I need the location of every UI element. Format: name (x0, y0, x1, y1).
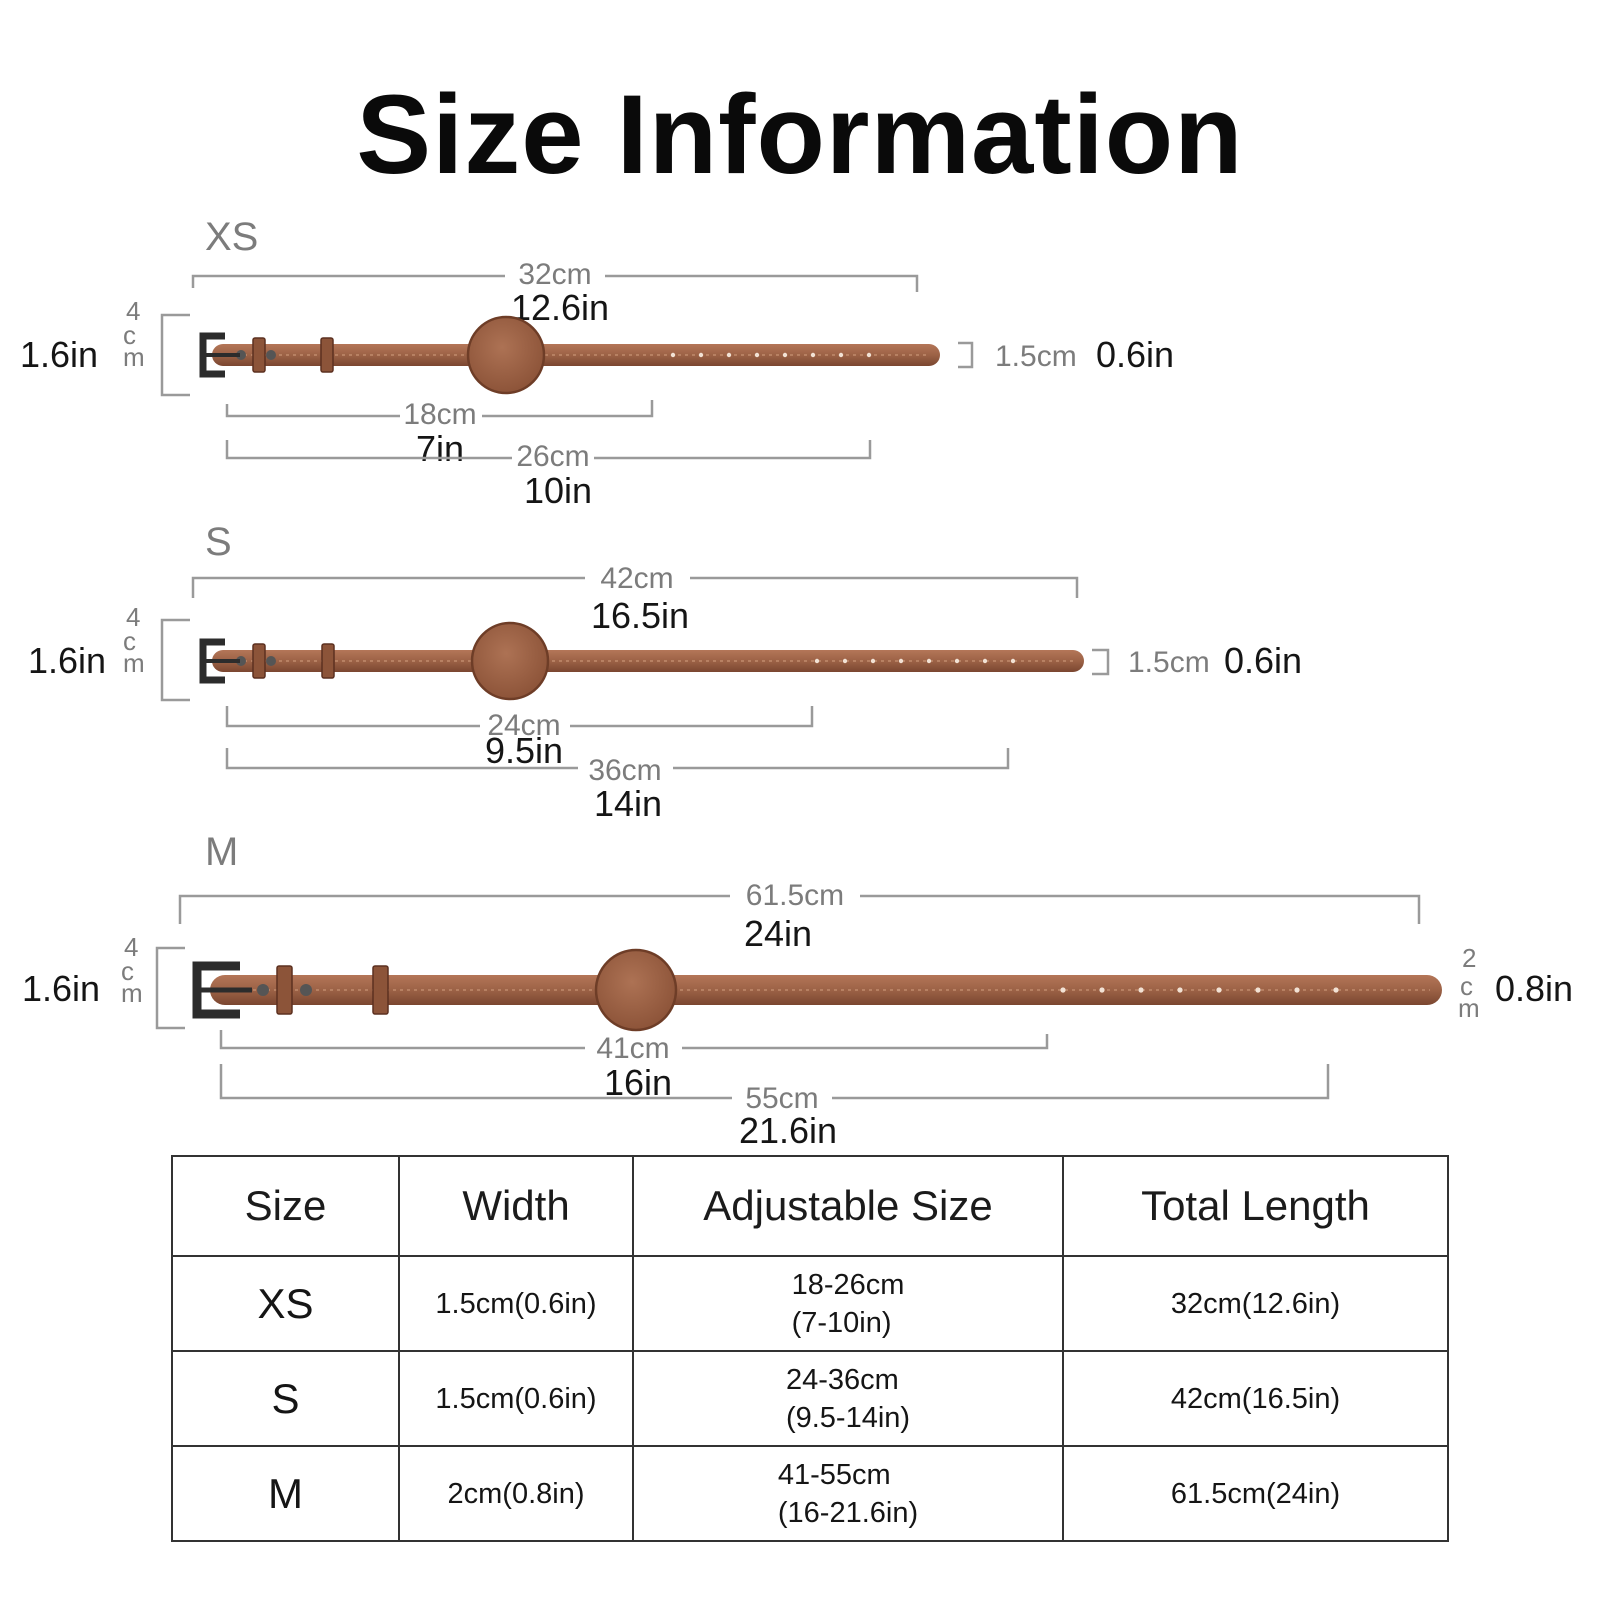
m-max-dimension-line (219, 1064, 1330, 1100)
m-total-cm: 61.5cm (746, 879, 844, 912)
s-height-in: 1.6in (28, 640, 106, 681)
xs-width-in: 0.6in (1096, 334, 1174, 375)
table-row: S 1.5cm(0.6in) 24-36cm (9.5-14in) 42cm(1… (171, 1350, 1449, 1447)
cell-adjustable-text: 41-55cm (16-21.6in) (777, 1458, 919, 1529)
page-title: Size Information (356, 72, 1244, 197)
xs-grommet (266, 350, 276, 360)
s-width-in: 0.6in (1224, 640, 1302, 681)
xs-width-cm: 1.5cm (995, 340, 1077, 373)
cell-adjustable-text: 18-26cm (7-10in) (791, 1268, 905, 1339)
cell-size: S (171, 1350, 400, 1447)
s-max-in: 14in (594, 783, 662, 824)
cell-width: 1.5cm(0.6in) (398, 1255, 634, 1352)
m-grommet (257, 984, 269, 996)
cell-width: 2cm(0.8in) (398, 1445, 634, 1542)
s-keeper-loop (252, 643, 266, 679)
cell-total-length: 32cm(12.6in) (1062, 1255, 1449, 1352)
s-tracker-disc (470, 621, 550, 701)
xs-tracker-disc (466, 315, 546, 395)
xs-max-dimension-line (225, 440, 872, 460)
m-total-dimension-line (178, 894, 1421, 924)
cell-total-length: 42cm(16.5in) (1062, 1350, 1449, 1447)
s-grommet (236, 656, 246, 666)
s-max-cm: 36cm (588, 754, 661, 787)
cell-total-length: 61.5cm(24in) (1062, 1445, 1449, 1542)
xs-width-dimension-line (958, 341, 974, 369)
s-height-dimension-line (160, 618, 190, 702)
m-total-in: 24in (744, 913, 812, 954)
cell-adjustable-size: 18-26cm (7-10in) (632, 1255, 1064, 1352)
s-width-dimension-line (1092, 648, 1110, 676)
m-min-in: 16in (604, 1062, 672, 1103)
s-min-dimension-line (225, 706, 814, 728)
m-keeper-loop (276, 965, 293, 1015)
s-min-cm: 24cm (487, 709, 560, 742)
m-max-cm: 55cm (745, 1082, 818, 1115)
xs-strap-holes (670, 352, 872, 358)
table-row: XS 1.5cm(0.6in) 18-26cm (7-10in) 32cm(12… (171, 1255, 1449, 1352)
cell-adjustable-size: 24-36cm (9.5-14in) (632, 1350, 1064, 1447)
s-max-dimension-line (225, 748, 1010, 770)
m-tracker-disc (594, 948, 678, 1032)
cell-size: M (171, 1445, 400, 1542)
m-min-dimension-line (219, 1030, 1049, 1050)
s-size-label: S (205, 520, 232, 564)
m-strap (210, 975, 1442, 1005)
xs-max-in: 10in (524, 470, 592, 511)
size-table: Size Width Adjustable Size Total Length … (171, 1155, 1449, 1542)
s-strap-holes (814, 658, 1016, 664)
cell-size: XS (171, 1255, 400, 1352)
s-min-in: 9.5in (485, 730, 563, 771)
s-grommet (266, 656, 276, 666)
header-width: Width (398, 1155, 634, 1257)
xs-min-cm: 18cm (403, 398, 476, 431)
header-adjustable-size: Adjustable Size (632, 1155, 1064, 1257)
xs-min-in: 7in (416, 428, 464, 469)
m-grommet (300, 984, 312, 996)
m-width-in: 0.8in (1495, 968, 1573, 1009)
s-width-cm: 1.5cm (1128, 646, 1210, 679)
table-header-row: Size Width Adjustable Size Total Length (171, 1155, 1449, 1257)
m-max-in: 21.6in (739, 1110, 837, 1150)
xs-grommet (236, 350, 246, 360)
header-total-length: Total Length (1062, 1155, 1449, 1257)
m-min-cm: 41cm (596, 1032, 669, 1065)
table-row: M 2cm(0.8in) 41-55cm (16-21.6in) 61.5cm(… (171, 1445, 1449, 1542)
xs-min-dimension-line (225, 400, 654, 418)
xs-height-in: 1.6in (20, 334, 98, 375)
cell-width: 1.5cm(0.6in) (398, 1350, 634, 1447)
s-strap (212, 650, 1084, 672)
cell-adjustable-size: 41-55cm (16-21.6in) (632, 1445, 1064, 1542)
xs-max-cm: 26cm (516, 440, 589, 473)
s-keeper-loop (321, 643, 335, 679)
m-strap-holes (1060, 987, 1339, 993)
m-height-in: 1.6in (22, 968, 100, 1009)
xs-total-in: 12.6in (511, 287, 609, 328)
cell-adjustable-text: 24-36cm (9.5-14in) (785, 1363, 911, 1434)
m-height-dimension-line (155, 946, 185, 1030)
xs-total-cm: 32cm (518, 258, 591, 291)
xs-total-dimension-line (191, 274, 919, 292)
xs-keeper-loop (320, 337, 334, 373)
s-total-dimension-line (191, 576, 1079, 598)
xs-size-label: XS (205, 215, 258, 259)
m-keeper-loop (372, 965, 389, 1015)
xs-height-dimension-line (160, 313, 190, 397)
m-size-label: M (205, 830, 238, 874)
s-total-in: 16.5in (591, 595, 689, 636)
s-total-cm: 42cm (600, 562, 673, 595)
header-size: Size (171, 1155, 400, 1257)
xs-keeper-loop (252, 337, 266, 373)
